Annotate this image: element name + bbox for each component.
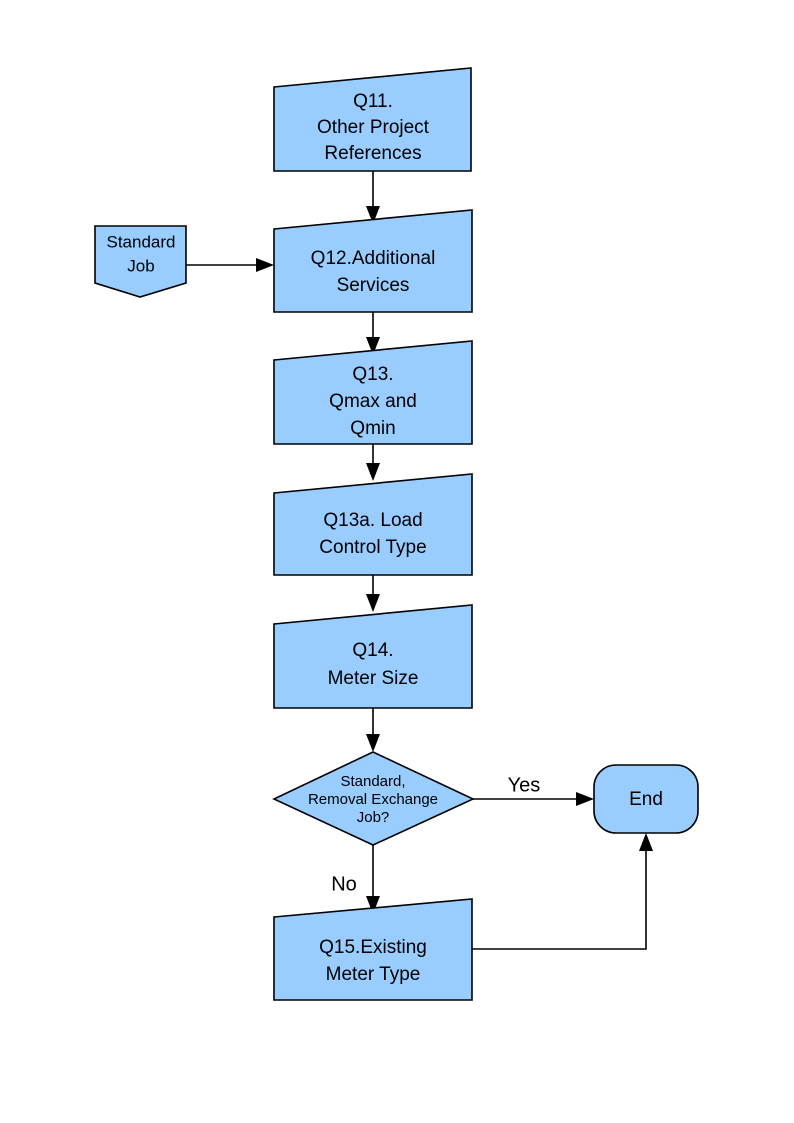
node-q11-shape[interactable] <box>273 67 472 172</box>
node-decision-label-line-1: Standard, <box>340 773 405 790</box>
arrowhead <box>366 337 380 355</box>
node-q12-label-line-1: Q12.Additional <box>311 248 436 269</box>
node-q11-label-line-3: References <box>324 143 421 164</box>
edge-decision-to-q15 <box>366 845 380 914</box>
edge-decision-to-end <box>473 792 594 806</box>
node-decision-label-line-2: Removal Exchange <box>308 791 438 808</box>
node-q13-label-line-1: Q13. <box>352 364 393 385</box>
arrowhead <box>366 463 380 481</box>
node-q15-label-line-2: Meter Type <box>326 964 421 985</box>
node-end-label: End <box>629 789 663 810</box>
node-q14-label-line-1: Q14. <box>352 640 393 661</box>
node-decision-shape[interactable] <box>272 751 475 846</box>
node-q13a-label-line-2: Control Type <box>319 537 426 558</box>
edge-line <box>472 845 647 950</box>
arrowhead <box>366 594 380 612</box>
arrowhead <box>256 258 274 272</box>
node-q13-label-line-2: Qmax and <box>329 391 417 412</box>
node-q13-label-line-3: Qmin <box>350 418 395 439</box>
arrowhead <box>366 206 380 224</box>
node-end-shape[interactable] <box>593 764 699 834</box>
edge-q15-to-end <box>472 833 653 950</box>
edge-q12-to-q13 <box>366 312 380 355</box>
edge-label-yes: Yes <box>508 774 541 796</box>
arrowhead <box>576 792 594 806</box>
edge-label-no: No <box>331 873 357 895</box>
arrowhead <box>366 734 380 752</box>
edge-q11-to-q12 <box>366 171 380 224</box>
edge-q13-to-q13a <box>366 444 380 481</box>
node-q11-label-line-2: Other Project <box>317 117 430 138</box>
node-end[interactable]: End <box>593 764 699 834</box>
node-standard-job-shape[interactable] <box>94 225 187 298</box>
node-q12-label-line-2: Services <box>337 275 410 296</box>
edge-q14-to-decision <box>366 708 380 752</box>
node-standard-job-label-line-2: Job <box>127 256 154 275</box>
node-standard-job[interactable]: Standard Job <box>94 225 187 298</box>
arrowhead <box>639 833 653 851</box>
node-q11-label-line-1: Q11. <box>353 91 393 112</box>
node-q13a[interactable]: Q13a. Load Control Type <box>273 473 473 576</box>
node-q12[interactable]: Q12.Additional Services <box>273 209 473 313</box>
node-q13-shape[interactable] <box>273 340 473 445</box>
node-q13a-shape[interactable] <box>273 473 473 576</box>
node-q14-shape[interactable] <box>273 604 473 709</box>
node-q11[interactable]: Q11. Other Project References <box>273 67 472 172</box>
node-q13a-label-line-1: Q13a. Load <box>323 510 422 531</box>
node-q12-shape[interactable] <box>273 209 473 313</box>
node-q14[interactable]: Q14. Meter Size <box>273 604 473 709</box>
node-q15[interactable]: Q15.Existing Meter Type <box>273 898 473 1001</box>
node-decision[interactable]: Standard, Removal Exchange Job? <box>272 751 475 846</box>
node-q15-label-line-1: Q15.Existing <box>319 937 427 958</box>
node-standard-job-label-line-1: Standard <box>107 232 176 251</box>
node-q13[interactable]: Q13. Qmax and Qmin <box>273 340 473 445</box>
edge-q13a-to-q14 <box>366 575 380 612</box>
node-q15-shape[interactable] <box>273 898 473 1001</box>
arrowhead <box>366 896 380 914</box>
edge-standardjob-to-q12 <box>186 258 274 272</box>
node-q14-label-line-2: Meter Size <box>328 668 419 689</box>
node-decision-label-line-3: Job? <box>357 809 390 826</box>
